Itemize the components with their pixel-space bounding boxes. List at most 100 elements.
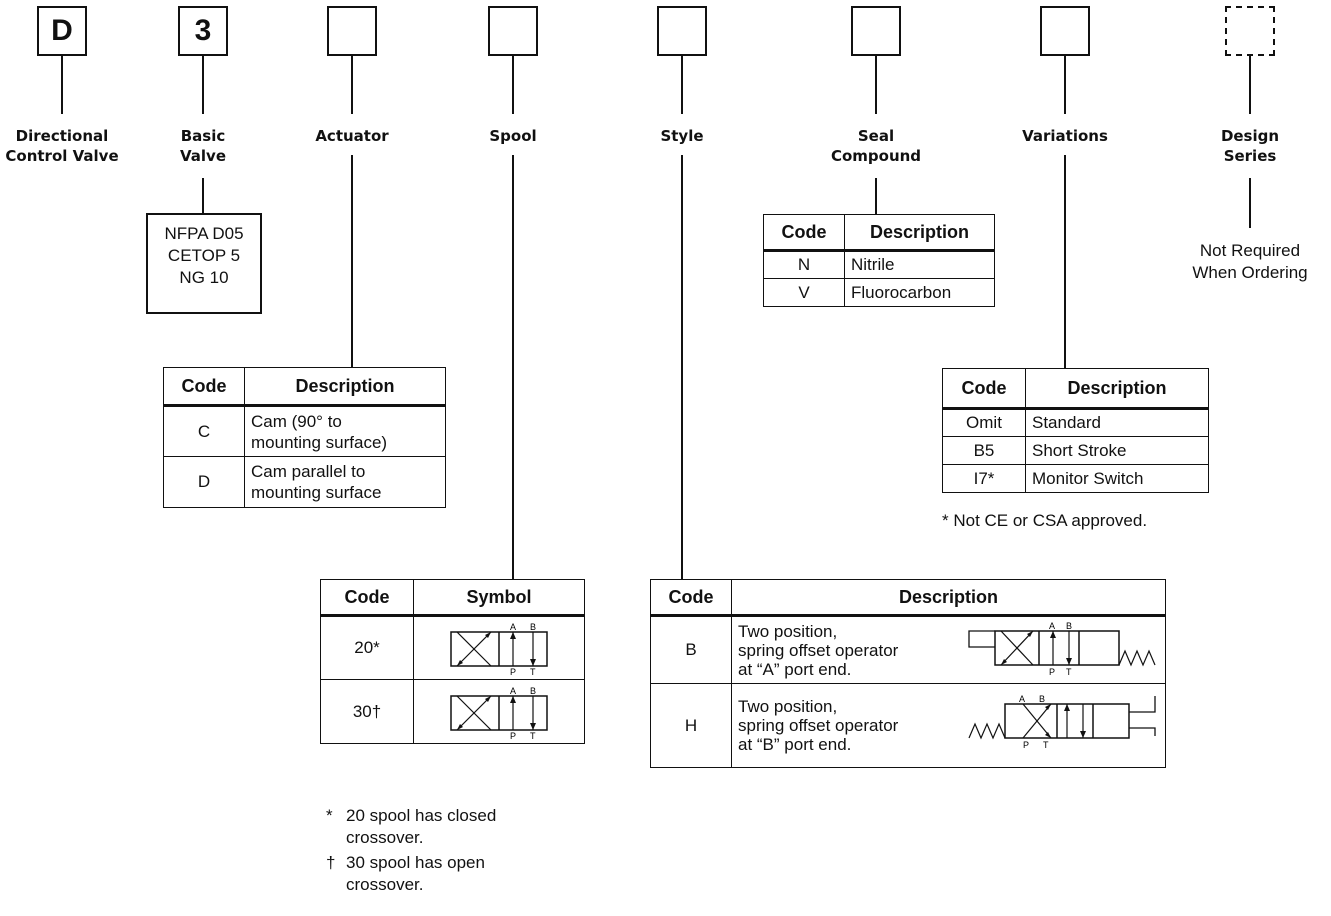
table-row: N Nitrile bbox=[763, 250, 995, 279]
table-row: B5 Short Stroke bbox=[942, 436, 1209, 465]
table-header: Code bbox=[163, 367, 245, 407]
code-box-basic-valve: 3 bbox=[178, 6, 228, 56]
connector-line bbox=[875, 56, 877, 114]
connector-line bbox=[875, 178, 877, 214]
table-row: B Two position, spring offset operator a… bbox=[650, 615, 1166, 684]
code-cell: Omit bbox=[942, 408, 1026, 437]
connector-line bbox=[681, 155, 683, 579]
port-label: B bbox=[1066, 621, 1072, 631]
variations-table: Code Description Omit Standard B5 Short … bbox=[942, 368, 1209, 493]
port-label: T bbox=[1043, 740, 1049, 750]
connector-line bbox=[512, 56, 514, 114]
spool-footnote-20: * 20 spool has closed crossover. bbox=[326, 806, 497, 847]
code-cell: I7* bbox=[942, 464, 1026, 493]
table-row: H Two position, spring offset operator a… bbox=[650, 683, 1166, 768]
connector-line bbox=[202, 56, 204, 114]
port-label: B bbox=[530, 686, 536, 696]
variations-footnote: * Not CE or CSA approved. bbox=[942, 511, 1148, 530]
spool-20-symbol: A B P T bbox=[450, 622, 548, 676]
description-cell: Nitrile bbox=[844, 250, 995, 279]
seal-compound-table: Code Description N Nitrile V Fluorocarbo… bbox=[763, 214, 995, 307]
port-label: T bbox=[530, 731, 536, 740]
table-row: 20* A B P T bbox=[320, 615, 585, 680]
basic-valve-info-line: NFPA D05 bbox=[164, 224, 244, 243]
connector-line bbox=[61, 56, 63, 114]
label-spool: Spool bbox=[489, 127, 537, 145]
code-box-spool bbox=[488, 6, 538, 56]
code-cell: B bbox=[650, 615, 732, 684]
table-row: V Fluorocarbon bbox=[763, 278, 995, 307]
table-header: Description bbox=[844, 214, 995, 252]
port-label: A bbox=[1049, 621, 1055, 631]
table-header: Code bbox=[320, 579, 414, 617]
connector-line bbox=[351, 155, 353, 367]
table-header: Code bbox=[942, 368, 1026, 410]
code-box-actuator bbox=[327, 6, 377, 56]
basic-valve-info-box: NFPA D05 CETOP 5 NG 10 bbox=[146, 213, 262, 314]
style-b-symbol: A B P T bbox=[968, 621, 1156, 677]
table-row: 30† A B P T bbox=[320, 679, 585, 744]
description-cell: Standard bbox=[1025, 408, 1209, 437]
spool-table: Code Symbol 20* A B P T 30† bbox=[320, 579, 585, 744]
style-h-symbol: A B P T bbox=[968, 694, 1156, 750]
port-label: A bbox=[510, 622, 516, 632]
description-cell: Monitor Switch bbox=[1025, 464, 1209, 493]
table-header: Code bbox=[763, 214, 845, 252]
connector-line bbox=[351, 56, 353, 114]
connector-line bbox=[202, 178, 204, 214]
spool-30-symbol: A B P T bbox=[450, 686, 548, 740]
code-cell: 20* bbox=[320, 615, 414, 680]
port-label: B bbox=[530, 622, 536, 632]
description-cell: Short Stroke bbox=[1025, 436, 1209, 465]
description-cell: Two position, spring offset operator at … bbox=[731, 615, 1166, 684]
label-style: Style bbox=[660, 127, 704, 145]
table-header: Description bbox=[1025, 368, 1209, 410]
code-cell: B5 bbox=[942, 436, 1026, 465]
port-label: P bbox=[510, 667, 516, 676]
code-box-directional-control-valve: D bbox=[37, 6, 87, 56]
code-box-design-series bbox=[1225, 6, 1275, 56]
code-cell: H bbox=[650, 683, 732, 768]
label-variations: Variations bbox=[1022, 127, 1108, 145]
basic-valve-info-line: NG 10 bbox=[179, 268, 229, 287]
label-actuator: Actuator bbox=[315, 127, 389, 145]
connector-line bbox=[1249, 178, 1251, 228]
spool-footnote-30: † 30 spool has open crossover. bbox=[326, 853, 485, 894]
code-cell: 30† bbox=[320, 679, 414, 744]
port-label: B bbox=[1039, 694, 1045, 704]
table-row: I7* Monitor Switch bbox=[942, 464, 1209, 493]
design-series-note: Not Required When Ordering bbox=[1192, 241, 1308, 282]
connector-line bbox=[1064, 155, 1066, 368]
port-label: A bbox=[1019, 694, 1025, 704]
code-box-variations bbox=[1040, 6, 1090, 56]
code-cell: V bbox=[763, 278, 845, 307]
port-label: T bbox=[530, 667, 536, 676]
code-cell: N bbox=[763, 250, 845, 279]
port-label: P bbox=[1023, 740, 1029, 750]
basic-valve-info-line: CETOP 5 bbox=[167, 246, 241, 265]
port-label: A bbox=[510, 686, 516, 696]
connector-line bbox=[512, 155, 514, 579]
description-cell: Fluorocarbon bbox=[844, 278, 995, 307]
symbol-cell: A B P T bbox=[413, 679, 585, 744]
port-label: P bbox=[510, 731, 516, 740]
table-row: Omit Standard bbox=[942, 408, 1209, 437]
connector-line bbox=[1064, 56, 1066, 114]
style-table: Code Description B Two position, spring … bbox=[650, 579, 1166, 768]
connector-line bbox=[1249, 56, 1251, 114]
table-header: Description bbox=[244, 367, 446, 407]
connector-line bbox=[681, 56, 683, 114]
symbol-cell: A B P T bbox=[413, 615, 585, 680]
code-box-style bbox=[657, 6, 707, 56]
port-label: T bbox=[1066, 667, 1072, 677]
code-cell: C bbox=[163, 405, 245, 457]
table-header: Symbol bbox=[413, 579, 585, 617]
port-label: P bbox=[1049, 667, 1055, 677]
